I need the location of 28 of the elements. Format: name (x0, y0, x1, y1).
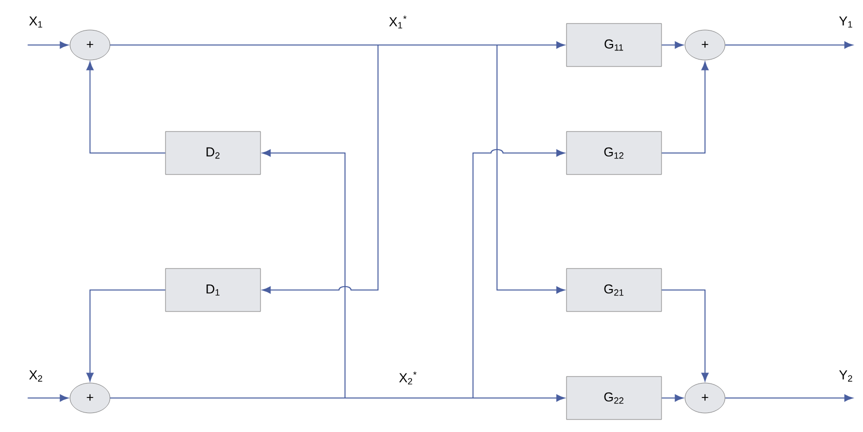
arrow (724, 41, 853, 49)
signal-label: X$_{1}$* (389, 16, 406, 28)
block-box: D$_{2}$ (165, 131, 261, 175)
block-box: G$_{22}$ (566, 376, 662, 420)
signal-label: X$_{2}$ (29, 370, 42, 382)
arrow (110, 44, 378, 294)
arrow (661, 41, 684, 49)
arrow (661, 62, 709, 154)
block-box: G$_{12}$ (566, 131, 662, 175)
arrow (661, 290, 709, 382)
arrow (110, 149, 346, 398)
signal-label: Y$_{2}$ (839, 370, 852, 382)
block-box: G$_{11}$ (566, 23, 662, 67)
signal-label: Y$_{1}$ (839, 16, 852, 28)
arrow (27, 394, 68, 402)
summing-junction: + (684, 382, 726, 414)
block-box: G$_{21}$ (566, 268, 662, 312)
summing-junction: + (70, 382, 110, 414)
summing-junction: + (70, 30, 110, 60)
signal-label: X$_{2}$* (399, 372, 416, 384)
arrow (86, 62, 166, 154)
arrow (86, 290, 166, 382)
block-box: D$_{1}$ (165, 268, 261, 312)
signal-label: X$_{1}$ (29, 16, 42, 28)
summing-junction: + (684, 30, 726, 60)
arrow (661, 394, 684, 402)
arrow (27, 41, 68, 49)
arrow (724, 394, 853, 402)
